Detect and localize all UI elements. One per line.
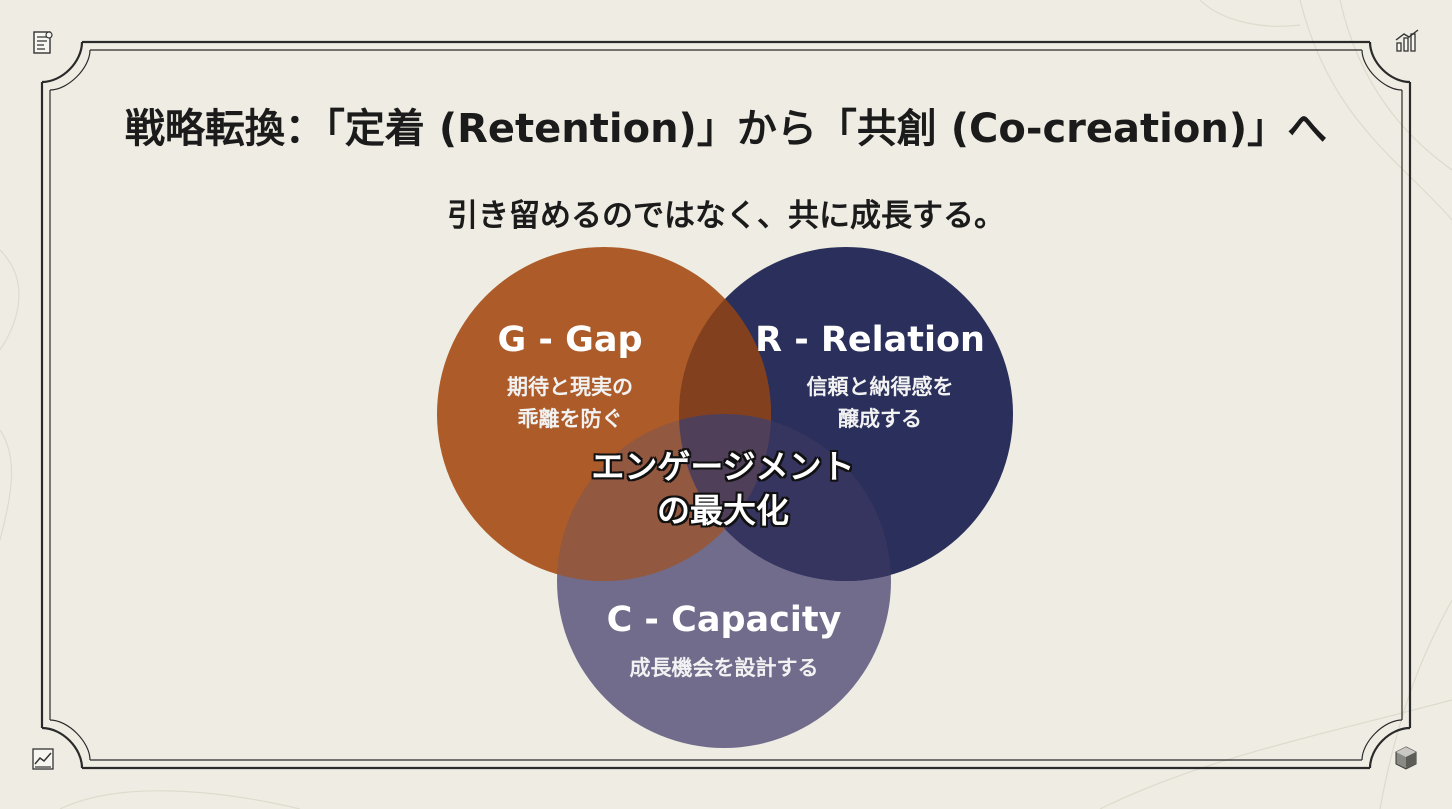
- gap-desc-line2: 乖離を防ぐ: [517, 407, 623, 431]
- page-title: 戦略転換：「定着 (Retention)」から「共創 (Co-creation)…: [124, 106, 1328, 152]
- gap-desc-line1: 期待と現実の: [507, 375, 633, 399]
- page-subtitle: 引き留めるのではなく、共に成長する。: [447, 198, 1005, 234]
- relation-desc-line1: 信頼と納得感を: [806, 375, 954, 399]
- relation-desc-line2: 醸成する: [838, 407, 922, 431]
- document-icon: [30, 30, 56, 56]
- cube-icon: [1393, 745, 1419, 771]
- center-label-line1: エンゲージメント: [591, 447, 855, 486]
- relation-title: R - Relation: [755, 320, 985, 360]
- trend-chart-icon: [31, 746, 57, 772]
- bar-chart-icon: [1394, 28, 1420, 54]
- center-label-line2: の最大化: [657, 491, 789, 530]
- gap-title: G - Gap: [497, 320, 643, 360]
- capacity-title: C - Capacity: [606, 600, 842, 640]
- capacity-desc: 成長機会を設計する: [629, 656, 819, 680]
